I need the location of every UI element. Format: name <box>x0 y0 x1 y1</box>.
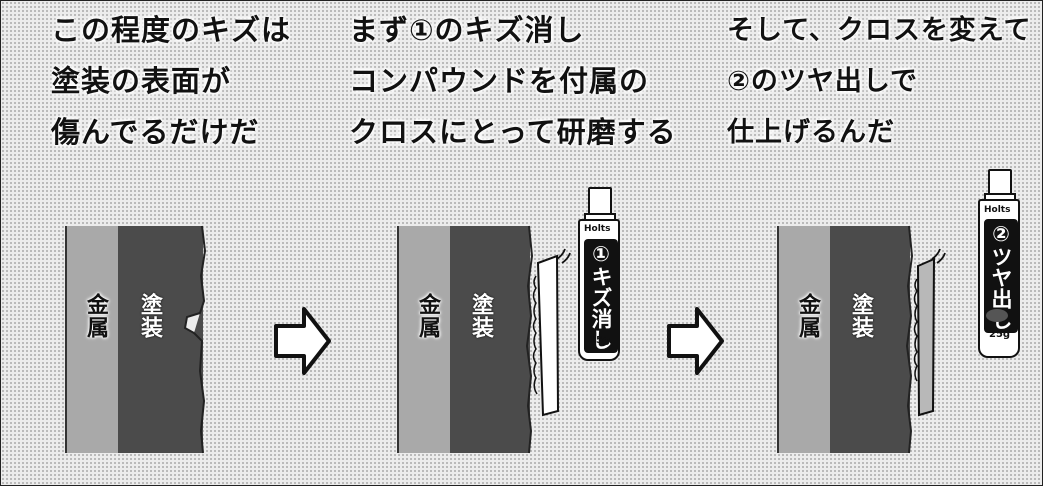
step2-caption: まず①のキズ消し コンパウンドを付属の クロスにとって研磨する <box>349 5 677 158</box>
paint-layer-1 <box>118 226 203 453</box>
motion-lines-3 <box>931 248 946 264</box>
step1-line3: 傷んでるだけだ <box>51 115 260 149</box>
step3-line3: 仕上げるんだ <box>727 117 895 148</box>
paint-edge-2 <box>525 225 534 454</box>
step1-line2: 塗装の表面が <box>51 64 232 98</box>
tube2-cap <box>988 169 1012 197</box>
arrow-2 <box>667 307 724 375</box>
tube2-oval <box>986 309 1008 322</box>
metal-label-2: 金属 <box>415 293 440 339</box>
paint-edge-1 <box>190 225 207 454</box>
cloth-3 <box>916 257 936 417</box>
metal-layer-3 <box>777 226 832 453</box>
paint-label-1: 塗装 <box>137 293 162 339</box>
metal-label-1: 金属 <box>83 293 108 339</box>
metal-label-3: 金属 <box>795 293 820 339</box>
motion-lines-2 <box>556 248 571 264</box>
metal-layer-2 <box>397 226 452 453</box>
step1-line1: この程度のキズは <box>51 13 292 47</box>
compound-tube-1: Holts ①キズ消し 15g <box>578 187 624 362</box>
tube1-label: ①キズ消し <box>584 239 618 353</box>
step2-line2: コンパウンドを付属の <box>349 64 650 98</box>
step1-caption: この程度のキズは 塗装の表面が 傷んでるだけだ <box>51 5 291 158</box>
paint-layer-2 <box>450 226 530 453</box>
arrow-1 <box>274 307 331 375</box>
paint-label-2: 塗装 <box>468 293 493 339</box>
scratch-notch <box>183 312 201 334</box>
cloth-3-fuzz <box>913 278 918 382</box>
cloth-2-fuzz <box>532 275 538 395</box>
paint-layer-3 <box>830 226 910 453</box>
step3-line1: そして、クロスを変えて <box>727 15 1032 46</box>
step3-line2: ②のツヤ出しで <box>727 66 919 97</box>
metal-layer-1 <box>65 226 120 453</box>
tube1-net: 15g <box>589 335 611 346</box>
paint-edge-3 <box>905 225 914 454</box>
step2-line1: まず①のキズ消し <box>349 13 585 47</box>
tube1-brand: Holts <box>584 224 611 234</box>
compound-tube-2: Holts ②ツヤ出し 25g <box>978 169 1024 359</box>
step2-line3: クロスにとって研磨する <box>349 115 677 149</box>
step3-caption: そして、クロスを変えて ②のツヤ出しで 仕上げるんだ <box>727 5 1032 158</box>
paint-label-3: 塗装 <box>848 293 873 339</box>
tube2-net: 25g <box>989 329 1011 340</box>
cloth-2 <box>536 254 560 417</box>
tube2-brand: Holts <box>984 205 1011 215</box>
